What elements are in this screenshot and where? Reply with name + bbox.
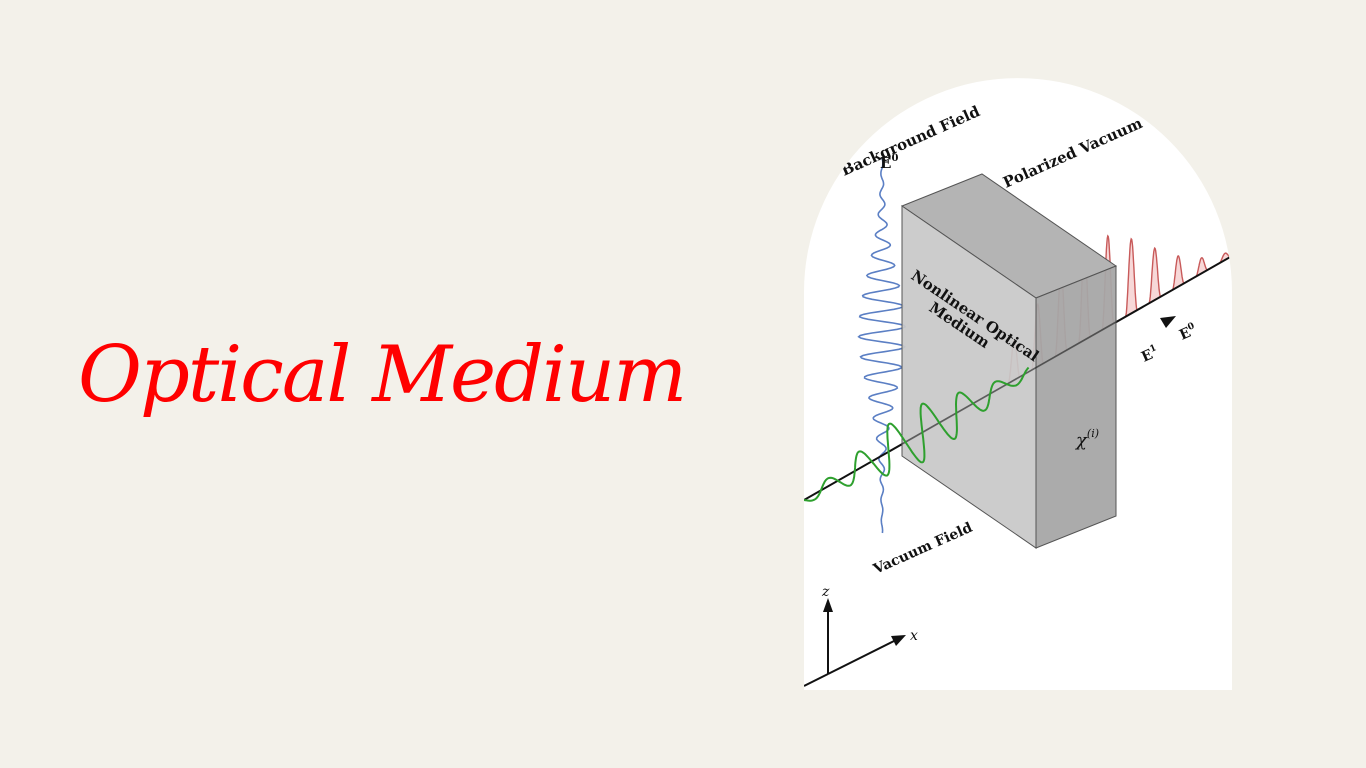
vacuum-field-curve bbox=[804, 366, 1030, 502]
x-axis-line bbox=[827, 639, 897, 675]
susceptibility-label: χ(i) bbox=[1074, 427, 1099, 451]
axis-arrow-head bbox=[1160, 316, 1176, 328]
y-axis-line bbox=[804, 673, 829, 687]
slide-title: Optical Medium bbox=[78, 330, 687, 420]
axis-x-label: x bbox=[910, 628, 918, 644]
e1-label: E1 bbox=[1139, 343, 1161, 365]
coordinate-axes bbox=[804, 598, 906, 687]
axis-z-label: z bbox=[821, 584, 830, 600]
medium-side-face bbox=[1035, 265, 1117, 549]
diagram-figure: Background Field E0 Polarized Vacuum Non… bbox=[804, 78, 1232, 690]
diagram-svg: Background Field E0 Polarized Vacuum Non… bbox=[804, 78, 1232, 690]
nonlinear-medium-block bbox=[900, 173, 1118, 549]
propagation-axis-inside bbox=[901, 321, 1117, 445]
z-axis-arrow bbox=[823, 598, 833, 612]
x-axis-arrow bbox=[891, 635, 906, 646]
vacuum-field-wave bbox=[804, 366, 1030, 502]
e0-label: E0 bbox=[1177, 321, 1199, 343]
background-field-symbol: E0 bbox=[880, 153, 898, 172]
